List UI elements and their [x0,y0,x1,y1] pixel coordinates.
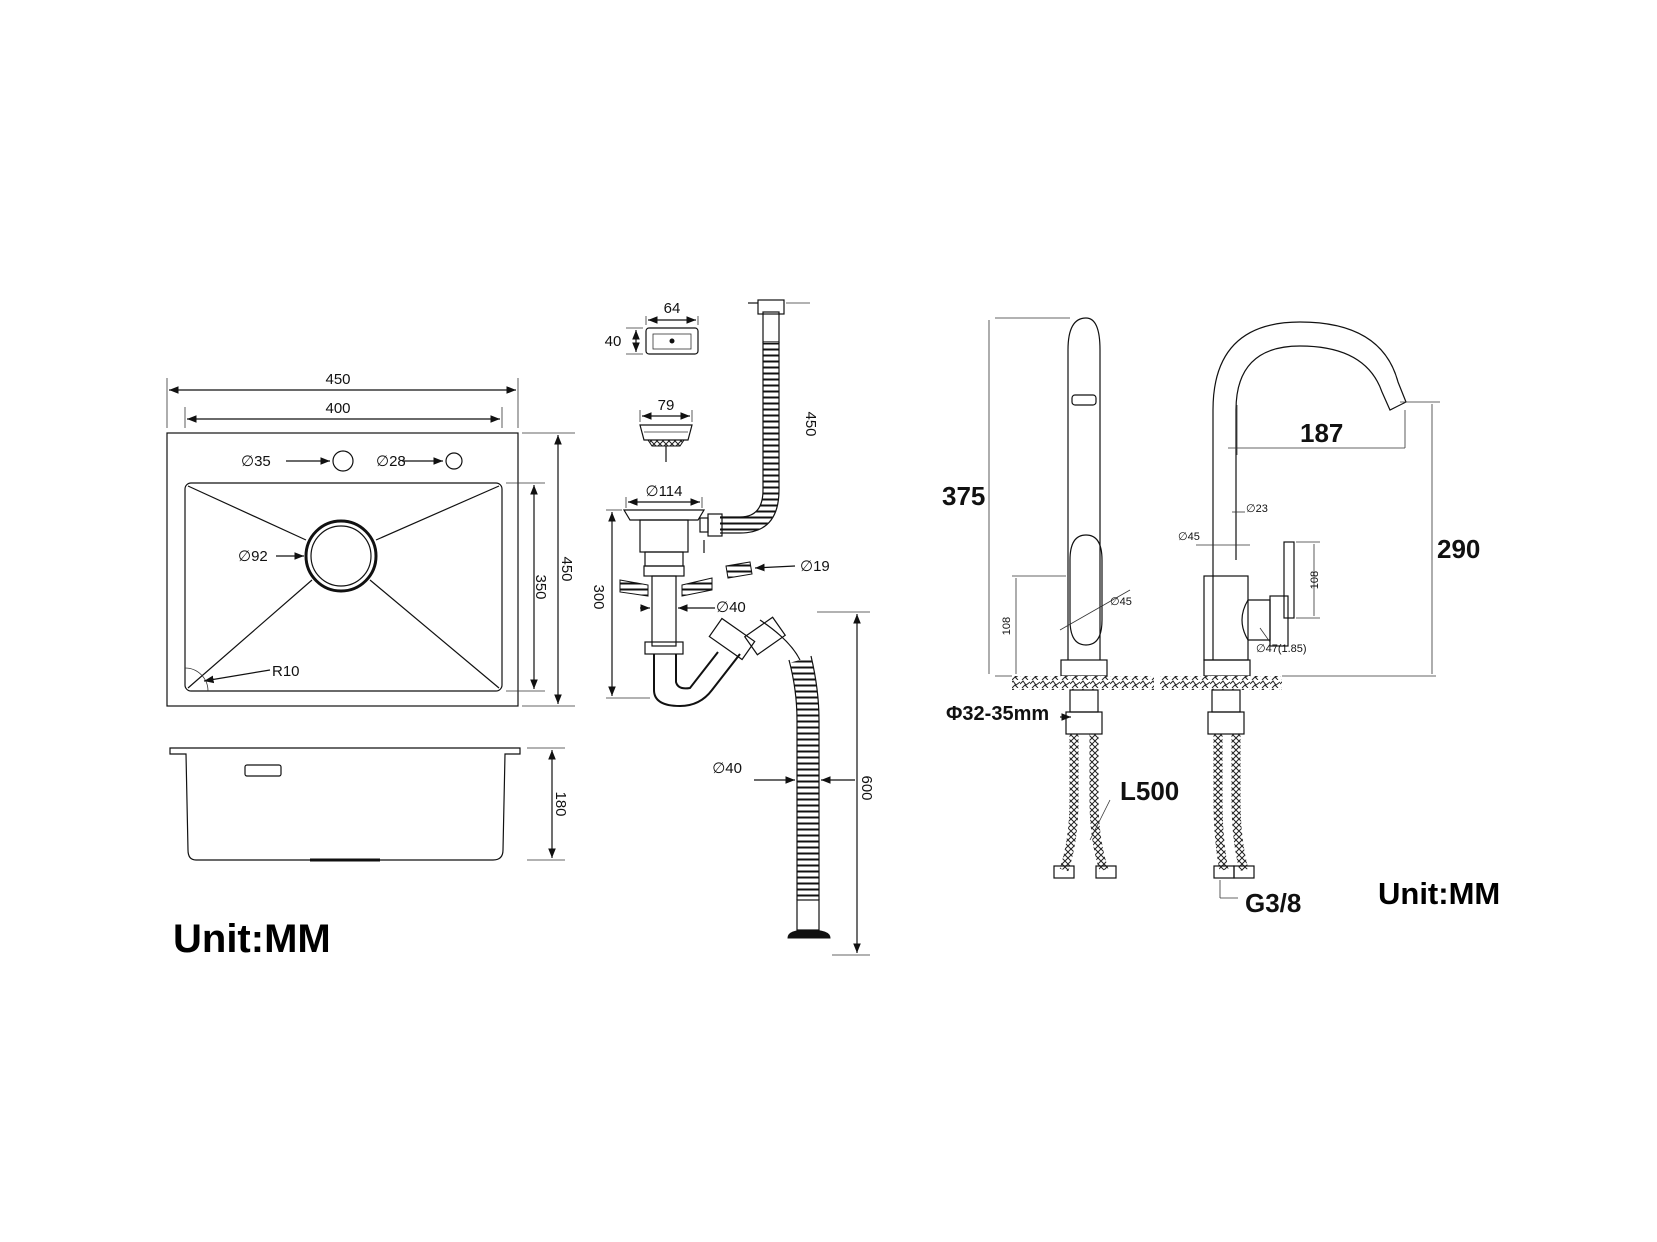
sink-width-outer-label: 450 [325,371,350,388]
thread-label: G3/8 [1245,888,1301,918]
mount-hole-label: Φ32-35mm [946,703,1049,725]
sink-width-inner-label: 400 [325,400,350,417]
handle-dia-side-label: ∅45 [1110,596,1132,608]
trap-height-label: 300 [590,584,607,609]
spout-height-label: 290 [1437,534,1480,564]
hole-2-label: ∅28 [376,453,406,470]
body-height-label: 108 [1309,571,1321,589]
overflow-pipe-dia-label: ∅19 [800,558,830,575]
body-dia-label: ∅45 [1178,531,1200,543]
outlet-length-label: 600 [858,775,875,800]
faucet-side-view [988,317,1154,879]
pipe-dia-label: ∅40 [716,599,746,616]
sink-top-view [166,378,575,707]
hose-length-label: 450 [802,411,819,436]
dimension-labels: 450 400 ∅35 ∅28 ∅92 R10 350 450 180 64 4… [173,300,1500,961]
outlet-dia-label: ∅40 [712,760,742,777]
faucet-front-view [1160,321,1440,899]
unit-label-faucet: Unit:MM [1378,876,1500,911]
body-height-side-label: 108 [1001,617,1013,635]
faucet-reach-label: 187 [1300,418,1343,448]
strainer-dia-label: 79 [658,397,675,414]
base-dia-label: ∅47(1.85) [1256,643,1307,655]
drain-kit [606,299,870,956]
sink-depth-outer-label: 450 [558,556,575,581]
overflow-width-label: 64 [664,300,681,317]
sink-depth-inner-label: 350 [532,574,549,599]
drain-label: ∅92 [238,548,268,565]
hose-length-faucet-label: L500 [1120,776,1179,806]
unit-label-sink: Unit:MM [173,917,331,961]
corner-radius-label: R10 [272,663,300,680]
overflow-height-label: 40 [605,333,622,350]
faucet-height-label: 375 [942,481,985,511]
spout-dia-label: ∅23 [1246,503,1268,515]
sink-height-label: 180 [552,791,569,816]
basket-dia-label: ∅114 [646,483,683,500]
sink-side-view [169,747,565,862]
hole-1-label: ∅35 [241,453,271,470]
